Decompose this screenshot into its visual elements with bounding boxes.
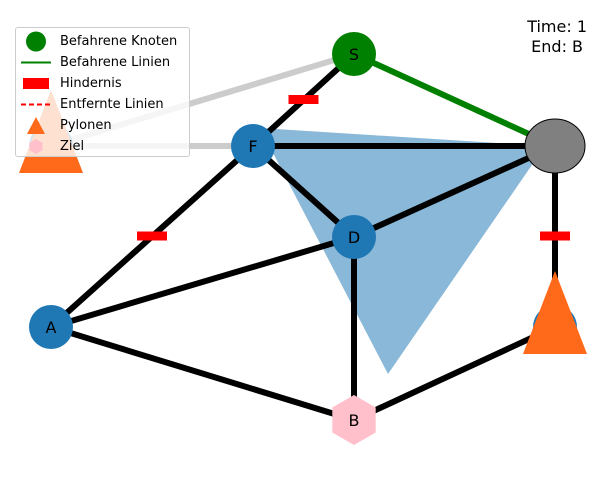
node-circle [29,305,73,349]
node-f: F [231,124,275,168]
node-d: D [332,215,376,259]
pylon-icon [523,271,587,354]
orange-triangle-icon [27,117,45,134]
obstacle-marker [288,95,319,104]
edge-d-a [48,234,357,330]
legend-label: Pylonen [60,118,112,133]
legend-label: Ziel [60,139,85,154]
legend-item-visited-nodes: Befahrene Knoten [16,31,189,52]
unknown-node-shape [524,118,586,174]
legend-item-obstacle: Hindernis [16,73,189,94]
end-label: End: B [531,37,584,56]
red-dashed-line-icon [21,103,51,106]
legend-label: Befahrene Knoten [60,34,178,49]
status-box: Time: 1 End: B [527,17,587,57]
node-circle [231,124,275,168]
legend-item-removed-lines: Entfernte Linien [16,94,189,115]
time-label: Time: 1 [527,17,587,36]
legend-label: Befahrene Linien [60,55,171,70]
edge-d-g [351,143,558,240]
node-circle [332,215,376,259]
legend-item-target: Ziel [16,136,189,157]
node-a: A [29,305,73,349]
node-label: F [248,137,257,156]
node-label: B [349,411,360,430]
node-label: D [348,228,360,247]
node-circle [332,32,376,76]
node-b: B [332,395,376,445]
node-g [524,118,586,174]
legend-item-pylons: Pylonen [16,115,189,136]
legend-label: Hindernis [60,76,122,91]
green-circle-icon [26,31,46,52]
node-s: S [332,32,376,76]
node-label: A [46,318,57,337]
obstacle-marker [137,231,167,241]
legend: Befahrene Knoten Befahrene Linien Hinder… [15,27,190,157]
target-hexagon [332,395,376,445]
edge-s-g [351,51,558,149]
pink-hexagon-icon [29,139,43,154]
edge-b-c [351,324,558,423]
obstacles [137,95,570,241]
node-label: S [349,45,359,64]
legend-item-visited-lines: Befahrene Linien [16,52,189,73]
edge-f-d [250,143,357,240]
legend-label: Entfernte Linien [60,97,164,112]
green-line-icon [21,61,51,64]
blocked-area [260,128,545,374]
obstacle-marker [540,231,570,241]
red-rect-icon [23,78,49,89]
edge-a-b [48,324,357,423]
